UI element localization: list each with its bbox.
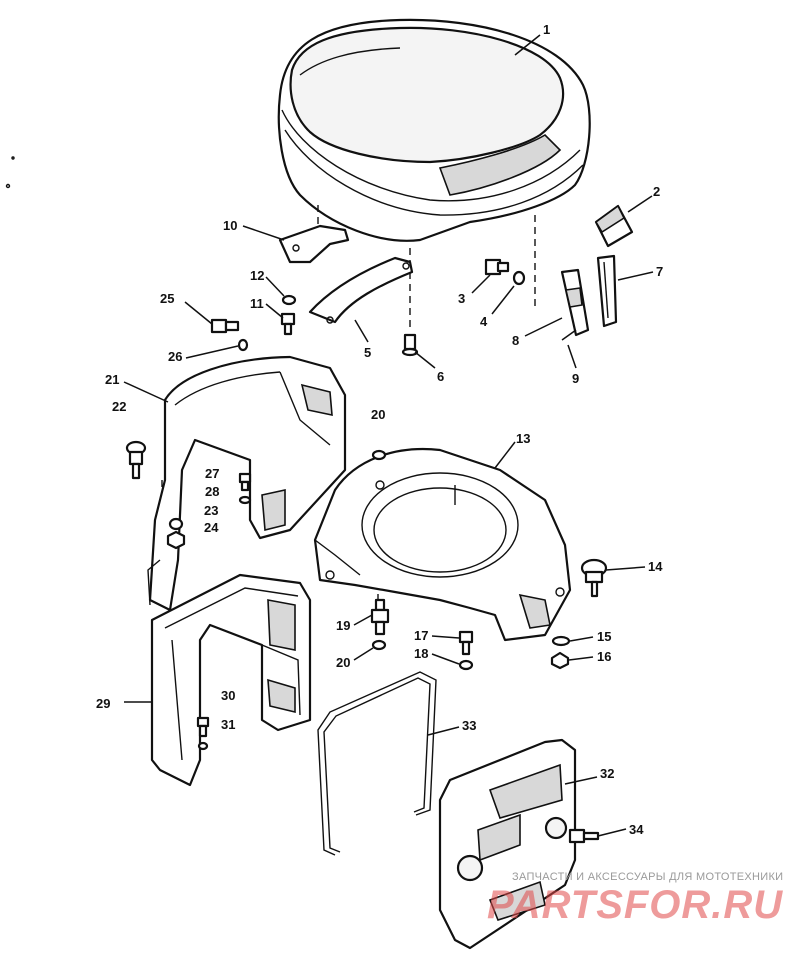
callout-16: 16 [597, 649, 611, 664]
callout-30: 30 [221, 688, 235, 703]
callout-labels: 1 2 3 4 5 6 7 8 9 10 11 12 13 14 15 16 1… [96, 22, 663, 837]
callout-19: 19 [336, 618, 350, 633]
callout-34: 34 [629, 822, 644, 837]
side-panel-frame [150, 573, 312, 787]
watermark: ЗАПЧАСТИ И АКСЕССУАРЫ ДЛЯ МОТОТЕХНИКИ PA… [487, 871, 783, 927]
callout-2: 2 [653, 184, 660, 199]
callout-11: 11 [250, 296, 264, 311]
callout-13: 13 [516, 431, 530, 446]
washer-26 [237, 338, 249, 352]
washer-20a [371, 449, 387, 461]
watermark-logo: PARTSFOR.RU [487, 883, 783, 927]
grommet-bolt-14 [580, 558, 608, 598]
callout-25: 25 [160, 291, 174, 306]
callout-4: 4 [480, 314, 488, 329]
callout-28: 28 [205, 484, 219, 499]
screw-34 [568, 828, 600, 844]
cowl-seal [317, 671, 437, 856]
callout-1: 1 [543, 22, 550, 37]
callout-24: 24 [204, 520, 219, 535]
latch [596, 254, 618, 328]
callout-12: 12 [250, 268, 264, 283]
watermark-caption: ЗАПЧАСТИ И АКСЕССУАРЫ ДЛЯ МОТОТЕХНИКИ [512, 871, 783, 883]
screw-27 [238, 472, 252, 492]
lower-cowl-center [313, 448, 572, 642]
bolt-25 [210, 318, 240, 334]
callout-32: 32 [600, 766, 614, 781]
callout-14: 14 [648, 559, 663, 574]
callout-21: 21 [105, 372, 119, 387]
callout-31: 31 [221, 717, 235, 732]
callout-15: 15 [597, 629, 611, 644]
callout-6: 6 [437, 369, 444, 384]
callout-29: 29 [96, 696, 110, 711]
callout-22: 22 [112, 399, 126, 414]
washer-4 [512, 270, 526, 286]
callout-20b: 20 [336, 655, 350, 670]
bolt-3 [484, 258, 510, 276]
stray-mark [11, 156, 15, 160]
washer-15 [551, 635, 571, 647]
callout-26: 26 [168, 349, 182, 364]
latch-lever [560, 268, 590, 337]
screw-11 [280, 312, 296, 336]
callout-8: 8 [512, 333, 519, 348]
callout-33: 33 [462, 718, 476, 733]
callout-9: 9 [572, 371, 579, 386]
grommet-23 [168, 517, 184, 531]
washer-31 [197, 741, 209, 751]
latch-knob [594, 204, 634, 248]
shoulder-bolt-22 [125, 440, 147, 480]
washer-20b [371, 639, 387, 651]
pin [561, 329, 577, 341]
top-cowl [277, 18, 591, 242]
nut-16 [550, 651, 570, 670]
callout-27: 27 [205, 466, 219, 481]
front-panel [438, 738, 577, 950]
stud-19 [370, 598, 390, 636]
callout-5: 5 [364, 345, 371, 360]
callout-17: 17 [414, 628, 428, 643]
callout-7: 7 [656, 264, 663, 279]
bracket [278, 224, 350, 264]
washer-28 [238, 495, 252, 505]
callout-10: 10 [223, 218, 237, 233]
washer-18 [458, 659, 474, 671]
washer-12 [281, 294, 297, 306]
stray-mark [5, 183, 11, 189]
nut-24 [166, 530, 186, 550]
cowl-bracket [308, 256, 414, 324]
callout-3: 3 [458, 291, 465, 306]
callout-23: 23 [204, 503, 218, 518]
callout-20a: 20 [371, 407, 385, 422]
screw-30 [196, 716, 210, 738]
screw-6 [401, 333, 419, 357]
screw-17 [458, 630, 474, 656]
callout-18: 18 [414, 646, 428, 661]
lower-cowl-left [147, 355, 347, 612]
leader-lines [123, 34, 654, 837]
